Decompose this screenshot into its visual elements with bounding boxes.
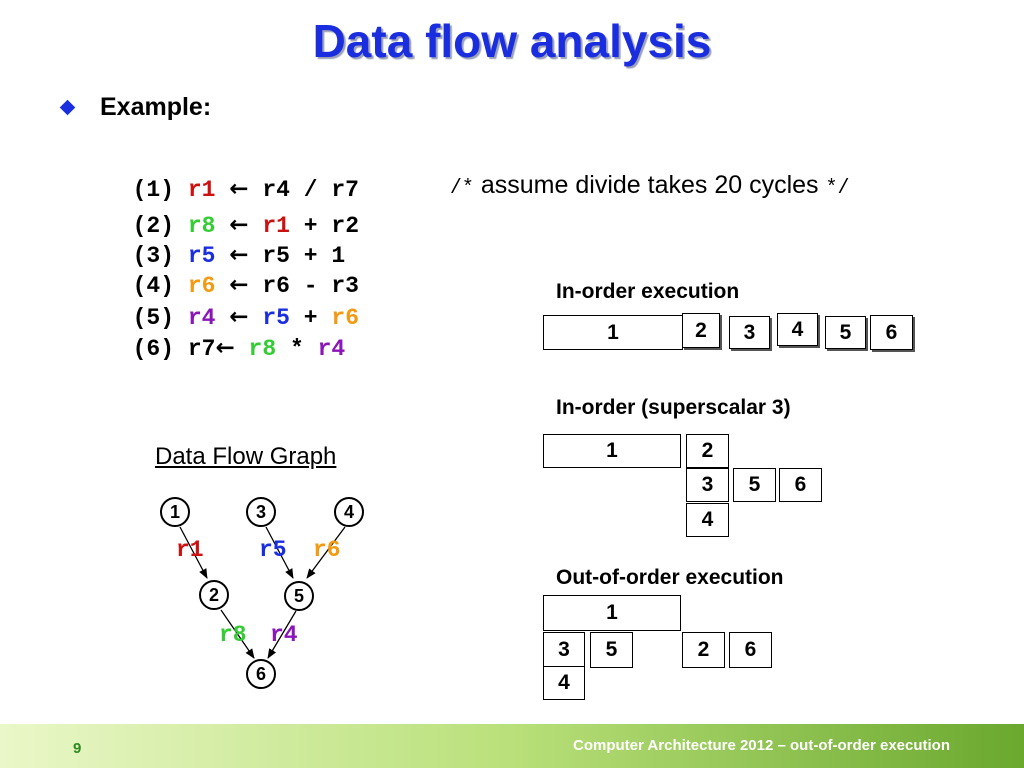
edge-1-2: [179, 526, 208, 579]
assign-arrow-icon: ←: [229, 304, 249, 330]
edge-5-6: [267, 610, 297, 659]
code-line-4: (4) r6 ← r6 - r3: [105, 240, 359, 301]
inorder-box-6: 6: [870, 315, 913, 350]
inorder-box-3: 3: [729, 316, 770, 349]
operand: r8: [248, 336, 277, 362]
dest-register: r4: [187, 305, 216, 331]
assign-arrow-icon: ←: [229, 212, 249, 238]
superscalar-box-6: 6: [779, 468, 822, 502]
ooo-box-1: 1: [543, 595, 681, 631]
expression: r5 + 1: [262, 243, 346, 269]
operator: *: [289, 336, 304, 362]
edge-label-r6: r6: [313, 537, 341, 563]
line-number: (6): [132, 336, 175, 362]
ooo-title: Out-of-order execution: [556, 566, 784, 589]
dest-register: r7: [187, 336, 216, 362]
dfg-node-6: 6: [246, 659, 276, 689]
operator: +: [303, 213, 318, 239]
superscalar-box-3: 3: [686, 468, 729, 502]
edge-label-r4: r4: [270, 622, 298, 648]
code-line-2: (2) r8 ← r1 + r2: [105, 180, 359, 241]
dfg-node-3: 3: [246, 497, 276, 527]
ooo-box-4: 4: [543, 666, 585, 700]
operand: r1: [262, 213, 290, 239]
code-line-3: (3) r5 ← r5 + 1: [105, 210, 346, 271]
dfg-node-2: 2: [199, 580, 229, 610]
code-line-1: (1) r1 ← r4 / r7: [105, 144, 359, 205]
comment-open: /*: [449, 177, 474, 200]
code-comment: /* assume divide takes 20 cycles */: [436, 142, 850, 200]
example-label: Example:: [100, 93, 212, 121]
edge-label-r8: r8: [219, 622, 247, 648]
superscalar-box-4: 4: [686, 503, 729, 537]
slide-title: Data flow analysis: [312, 15, 712, 67]
dest-register: r5: [187, 243, 216, 269]
footer-bar: 9 Computer Architecture 2012 – out-of-or…: [0, 724, 1024, 768]
assign-arrow-icon: ←: [229, 242, 249, 268]
line-number: (2): [132, 213, 175, 239]
ooo-box-2: 2: [682, 632, 725, 668]
operand: r4: [317, 336, 346, 362]
assign-arrow-icon: ←: [229, 272, 249, 298]
superscalar-title: In-order (superscalar 3): [556, 396, 791, 419]
assign-arrow-icon: ←: [229, 176, 249, 202]
line-number: (3): [132, 243, 175, 269]
dfg-node-5: 5: [284, 581, 314, 611]
dfg-title: Data Flow Graph: [155, 443, 337, 470]
dfg-node-4: 4: [334, 497, 364, 527]
line-number: (4): [132, 273, 175, 299]
expression: r4 / r7: [262, 177, 359, 203]
line-number: (5): [132, 305, 175, 331]
operator: +: [303, 305, 318, 331]
ooo-box-6: 6: [729, 632, 772, 668]
dest-register: r8: [187, 213, 216, 239]
inorder-title: In-order execution: [556, 280, 740, 303]
code-line-5: (5) r4 ← r5 + r6: [105, 272, 359, 333]
comment-close: */: [825, 177, 850, 200]
inorder-box-2: 2: [682, 313, 720, 348]
operand: r2: [331, 213, 360, 239]
superscalar-box-5: 5: [733, 468, 776, 502]
dfg-node-1: 1: [160, 497, 190, 527]
superscalar-box-2: 2: [686, 434, 729, 468]
page-number: 9: [73, 740, 82, 757]
dest-register: r6: [187, 273, 216, 299]
dest-register: r1: [187, 177, 216, 203]
code-line-6: (6) r7← r8 * r4: [105, 303, 346, 364]
assign-arrow-icon: ←: [215, 335, 235, 361]
ooo-box-5: 5: [590, 632, 633, 668]
line-number: (1): [132, 177, 175, 203]
superscalar-box-1: 1: [543, 434, 681, 468]
expression: r6 - r3: [262, 273, 359, 299]
footer-text: Computer Architecture 2012 – out-of-orde…: [572, 737, 950, 754]
edge-label-r5: r5: [259, 537, 287, 563]
inorder-box-1: 1: [543, 315, 683, 350]
edge-4-5: [306, 526, 346, 579]
comment-text: assume divide takes 20 cycles: [480, 171, 819, 199]
edge-label-r1: r1: [176, 537, 204, 563]
edge-3-5: [265, 526, 294, 579]
inorder-box-5: 5: [825, 316, 866, 349]
edge-2-6: [220, 609, 255, 659]
operand: r5: [262, 305, 290, 331]
operand: r6: [331, 305, 360, 331]
inorder-box-4: 4: [777, 313, 818, 346]
